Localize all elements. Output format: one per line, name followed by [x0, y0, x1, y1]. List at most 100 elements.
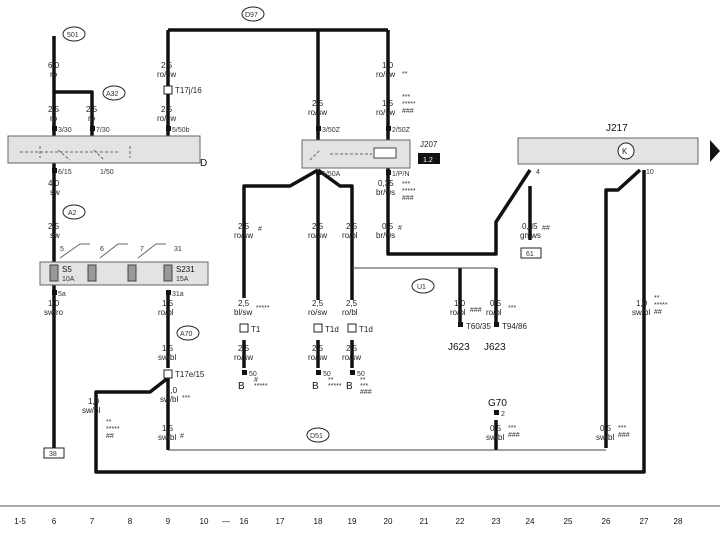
wl-27-a: 1,0 — [636, 299, 648, 308]
label-j207: J207 — [420, 140, 438, 149]
wl-18-h: ro/sw — [308, 353, 327, 362]
wire-a32-bridge — [54, 90, 94, 136]
wl-18-g: 2,5 — [312, 344, 324, 353]
st-19-a: *** — [360, 383, 368, 390]
circle-s01: 501 — [67, 32, 79, 39]
label-s231-rating: 15A — [176, 276, 189, 283]
wl-9-l: sw/bl — [158, 433, 176, 442]
label-s5: S5 — [62, 265, 72, 274]
wl-6-d: ro — [50, 114, 58, 123]
wl-20-s: ** — [402, 71, 408, 78]
wl-20-b: ro/sw — [376, 70, 395, 79]
wl-19-d: ro/bl — [342, 308, 358, 317]
wl-9-b: ro/sw — [157, 70, 176, 79]
wl-24-b: gn/ws — [520, 231, 541, 240]
st-20-f: ### — [402, 195, 414, 202]
wl-6-b: ro — [50, 70, 58, 79]
pin-6: 6 — [100, 246, 104, 253]
circle-u1: U1 — [417, 284, 426, 291]
column-number: 26 — [602, 517, 611, 526]
column-number: 28 — [674, 517, 683, 526]
wl-16-s2: ***** — [256, 305, 270, 312]
conn-t1d-a: T1d — [325, 325, 339, 334]
pin-31a: 31a — [172, 291, 184, 298]
pin-1-50: 1/50 — [100, 169, 114, 176]
column-number: 7 — [90, 517, 95, 526]
circle-a70: A70 — [180, 331, 193, 338]
circle-d51: D51 — [310, 433, 323, 440]
wl-9-d: ro/sw — [157, 114, 176, 123]
label-b-a: B — [238, 381, 245, 392]
pin-5: 5 — [60, 246, 64, 253]
column-number: 17 — [276, 517, 285, 526]
wl-20-hs: # — [398, 225, 402, 232]
wl-26-s: *** — [618, 425, 626, 432]
st-18-a: ***** — [328, 383, 342, 390]
label-j207-badge: 1.2 — [423, 157, 433, 164]
st-27-a: ** — [654, 295, 660, 302]
label-d: D — [200, 158, 207, 169]
wl-19-a: 2,5 — [346, 222, 358, 231]
pin-50-a: 50 — [249, 371, 257, 378]
wl-26-a: 0,5 — [600, 424, 612, 433]
label-k: K — [622, 147, 628, 156]
wl-22-s: ### — [470, 307, 482, 314]
wl-18-a: 2,5 — [312, 99, 324, 108]
wl-16-f: ro/sw — [234, 353, 253, 362]
label-j623-a: J623 — [448, 342, 470, 353]
wl-9-s: *** — [182, 395, 190, 402]
pin-squares — [52, 126, 499, 415]
wl-9-k: 1,5 — [162, 424, 174, 433]
column-number: 6 — [52, 517, 57, 526]
st-7-a: ** — [106, 419, 112, 426]
wl-23-s: *** — [508, 305, 516, 312]
wl-27-b: sw/bl — [632, 308, 650, 317]
wl-7-c: 1,0 — [88, 397, 100, 406]
pin-5-50b: 5/50b — [172, 127, 190, 134]
conn-t60-35: T60/35 — [466, 322, 491, 331]
column-number: 25 — [564, 517, 573, 526]
wl-9-h: sw/bl — [158, 353, 176, 362]
label-s5-rating: 10A — [62, 276, 75, 283]
wl-19-c: 2,5 — [346, 299, 358, 308]
wl-16-a: 2,5 — [238, 222, 250, 231]
wl-22-a: 1,0 — [454, 299, 466, 308]
wl-20-e: 0,35 — [378, 179, 394, 188]
wl-20-f: br/ws — [376, 188, 395, 197]
st-19-b: ### — [360, 389, 372, 396]
st-27-c: ## — [654, 309, 662, 316]
wl-20-d: ro/sw — [376, 108, 395, 117]
st-23-b: ### — [508, 432, 520, 439]
wl-6-i: 1,0 — [48, 299, 60, 308]
label-j217: J217 — [606, 123, 628, 134]
pin-2: 2 — [501, 411, 505, 418]
wl-9-g: 1,5 — [162, 344, 174, 353]
pin-1-pn: 1/P/N — [392, 171, 410, 178]
conn-t17-16: T17j/16 — [175, 86, 202, 95]
column-number: — — [222, 517, 230, 526]
pin-50-c: 50 — [357, 371, 365, 378]
pin-2-50z: 2/50Z — [392, 127, 411, 134]
st-20-b: ***** — [402, 101, 416, 108]
st-18-b: ** — [328, 377, 334, 384]
st-19-c: ** — [360, 377, 366, 384]
pin-3-50z: 3/50Z — [322, 127, 341, 134]
circle-d97: D97 — [245, 12, 258, 19]
column-number: 1-5 — [14, 517, 26, 526]
wl-9-j: sw/bl — [160, 395, 178, 404]
wl-19-b: ro/bl — [342, 231, 358, 240]
column-number: 22 — [456, 517, 465, 526]
wl-18-f: ro/sw — [308, 308, 327, 317]
box-38 — [43, 447, 65, 459]
wl-16-c: 2,5 — [238, 299, 250, 308]
wl-6-e: 4,0 — [48, 179, 60, 188]
wire-col26 — [604, 168, 642, 448]
box-61 — [520, 247, 542, 259]
wl-9-e: 1,5 — [162, 299, 174, 308]
relay-j207 — [301, 139, 411, 169]
ignition-switch-d — [7, 135, 201, 164]
label-s231: S231 — [176, 265, 195, 274]
column-number: 19 — [348, 517, 357, 526]
